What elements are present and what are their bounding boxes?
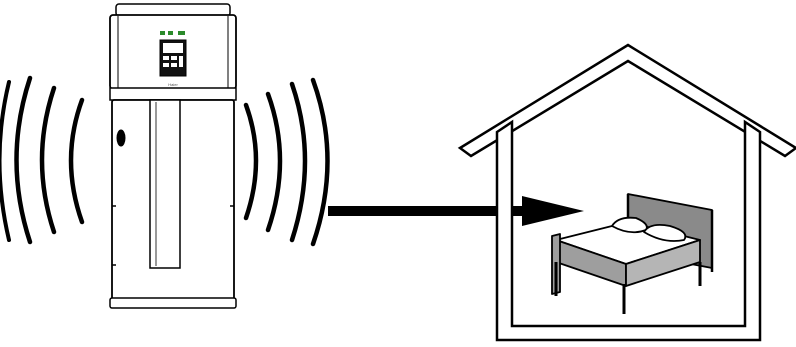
right-sound-waves xyxy=(243,77,330,247)
arrow-right-icon xyxy=(328,196,584,226)
left-wave-3 xyxy=(14,75,33,245)
left-wave-2 xyxy=(39,85,57,235)
right-wave-2 xyxy=(265,91,283,233)
left-wave-4 xyxy=(0,80,11,242)
heater-base xyxy=(109,297,237,309)
double-bed-icon xyxy=(551,193,714,314)
control-panel-icon xyxy=(159,39,187,77)
left-sound-waves xyxy=(0,75,85,245)
water-heater-unit xyxy=(109,3,237,309)
bed-pillow-right xyxy=(643,223,687,242)
bed-pillow-left xyxy=(611,216,648,234)
right-wave-4 xyxy=(310,77,330,247)
house-walls xyxy=(495,119,762,342)
house-roof xyxy=(457,43,796,158)
right-wave-3 xyxy=(289,81,308,243)
indicator-lights xyxy=(160,31,185,35)
heater-brand-label: Haier xyxy=(168,82,178,87)
right-wave-1 xyxy=(243,102,259,221)
left-wave-1 xyxy=(68,97,85,225)
heater-middle-band xyxy=(109,87,237,101)
heater-front-strip xyxy=(149,99,181,269)
house-outline-icon xyxy=(457,43,796,342)
heater-side-handle xyxy=(116,129,126,147)
